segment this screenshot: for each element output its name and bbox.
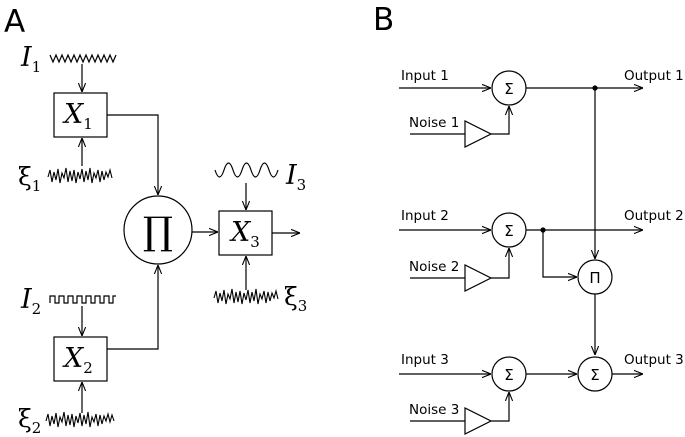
square-input-waveform [49,295,116,304]
sine-input-waveform [214,162,279,178]
sum-symbol-3a: Σ [504,366,513,384]
product-symbol: ∏ [143,209,173,253]
xi3-noise-signal [213,288,279,305]
output-2-to-product-arrow [542,230,577,277]
x2-label: X2 [62,343,93,377]
output-3-label: Output 3 [624,352,684,368]
noise-3-to-sum-arrow [491,392,509,422]
noise-3-label: Noise 3 [409,402,459,418]
x1-to-product-arrow [107,114,158,195]
product-symbol-b: Π [589,269,600,287]
noise-1-to-sum-arrow [491,106,509,135]
noise-2-label: Noise 2 [409,259,459,275]
panel-b-label: B [373,2,394,38]
xi2-label: ξ2 [18,404,41,437]
input-1-label: Input 1 [401,68,449,84]
x2-box [53,336,108,382]
input-2-label: Input 2 [401,208,449,224]
sum-symbol-2: Σ [504,222,513,240]
noise-3-amplifier [464,407,493,435]
i2-label: I2 [20,284,41,318]
output-2-label: Output 2 [624,208,684,224]
sum-symbol-1: Σ [504,80,513,98]
x2-to-product-arrow [107,265,158,350]
panel-a-label: A [4,4,25,40]
xi1-noise-signal [47,167,113,184]
xi3-label: ξ3 [284,282,307,315]
noise-2-to-sum-arrow [491,248,509,279]
x3-box [218,210,273,256]
x3-label: X3 [229,217,260,251]
xi2-noise-signal [45,411,115,428]
sawtooth-input-waveform [49,53,117,64]
noise-1-label: Noise 1 [409,115,459,131]
input-3-label: Input 3 [401,352,449,368]
x1-label: X1 [62,99,93,133]
sum-symbol-3b: Σ [590,366,599,384]
i1-label: I1 [20,42,41,76]
noise-2-amplifier [464,264,493,292]
noise-1-amplifier [464,120,493,148]
output-1-label: Output 1 [624,68,684,84]
i3-label: I3 [285,160,306,194]
product-node [123,195,193,265]
xi1-label: ξ1 [18,162,41,195]
